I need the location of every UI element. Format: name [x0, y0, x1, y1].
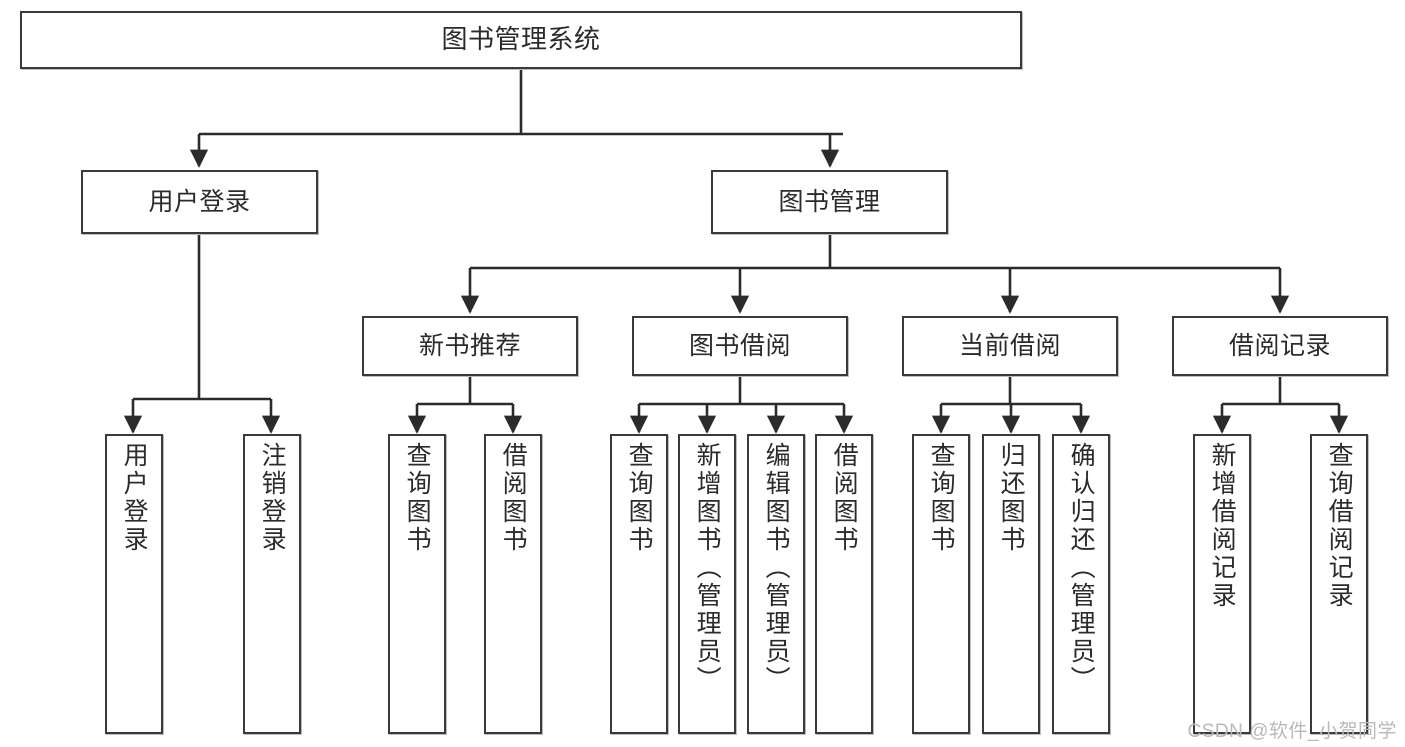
node-user-login[interactable]: 用户登录: [81, 170, 318, 234]
node-leaf-return-book[interactable]: 归还图书: [982, 434, 1040, 734]
node-leaf-query-record-label: 查询借阅记录: [1325, 442, 1354, 610]
node-leaf-user-login[interactable]: 用户登录: [105, 434, 163, 734]
node-leaf-query-record[interactable]: 查询借阅记录: [1310, 434, 1368, 734]
node-leaf-logout-login-label: 注销登录: [258, 442, 287, 554]
node-leaf-user-login-label: 用户登录: [120, 442, 149, 554]
node-leaf-borrow-book-2[interactable]: 借阅图书: [815, 434, 873, 734]
node-leaf-add-book-label: 新增图书（管理员）: [693, 442, 722, 694]
node-new-book-recommend-label: 新书推荐: [418, 331, 521, 360]
node-leaf-query-book-3[interactable]: 查询图书: [912, 434, 970, 734]
node-book-borrow[interactable]: 图书借阅: [632, 316, 848, 376]
node-book-manage-label: 图书管理: [778, 187, 881, 216]
node-leaf-logout-login[interactable]: 注销登录: [243, 434, 301, 734]
node-root[interactable]: 图书管理系统: [20, 11, 1022, 69]
node-book-manage[interactable]: 图书管理: [711, 170, 948, 234]
node-leaf-borrow-book-1-label: 借阅图书: [499, 442, 528, 554]
node-leaf-borrow-book-2-label: 借阅图书: [830, 442, 859, 554]
node-leaf-add-book[interactable]: 新增图书（管理员）: [678, 434, 736, 734]
node-leaf-return-book-label: 归还图书: [997, 442, 1026, 554]
node-current-borrow-label: 当前借阅: [958, 331, 1061, 360]
node-leaf-edit-book[interactable]: 编辑图书（管理员）: [747, 434, 805, 734]
node-user-login-label: 用户登录: [148, 187, 251, 216]
node-book-borrow-label: 图书借阅: [688, 331, 791, 360]
node-leaf-borrow-book-1[interactable]: 借阅图书: [484, 434, 542, 734]
node-borrow-record-label: 借阅记录: [1228, 331, 1331, 360]
node-leaf-query-book-2[interactable]: 查询图书: [610, 434, 668, 734]
node-leaf-query-book-3-label: 查询图书: [927, 442, 956, 554]
node-leaf-add-record-label: 新增借阅记录: [1208, 442, 1237, 610]
watermark: CSDN @软件_小贺同学: [1187, 721, 1397, 742]
node-leaf-query-book-2-label: 查询图书: [625, 442, 654, 554]
node-borrow-record[interactable]: 借阅记录: [1172, 316, 1388, 376]
node-new-book-recommend[interactable]: 新书推荐: [362, 316, 578, 376]
node-current-borrow[interactable]: 当前借阅: [902, 316, 1118, 376]
node-leaf-add-record[interactable]: 新增借阅记录: [1193, 434, 1251, 734]
node-leaf-query-book-1[interactable]: 查询图书: [388, 434, 446, 734]
node-leaf-edit-book-label: 编辑图书（管理员）: [762, 442, 791, 694]
node-leaf-confirm-return-label: 确认归还（管理员）: [1067, 442, 1096, 694]
node-leaf-query-book-1-label: 查询图书: [403, 442, 432, 554]
node-leaf-confirm-return[interactable]: 确认归还（管理员）: [1052, 434, 1110, 734]
node-root-label: 图书管理系统: [441, 24, 601, 55]
